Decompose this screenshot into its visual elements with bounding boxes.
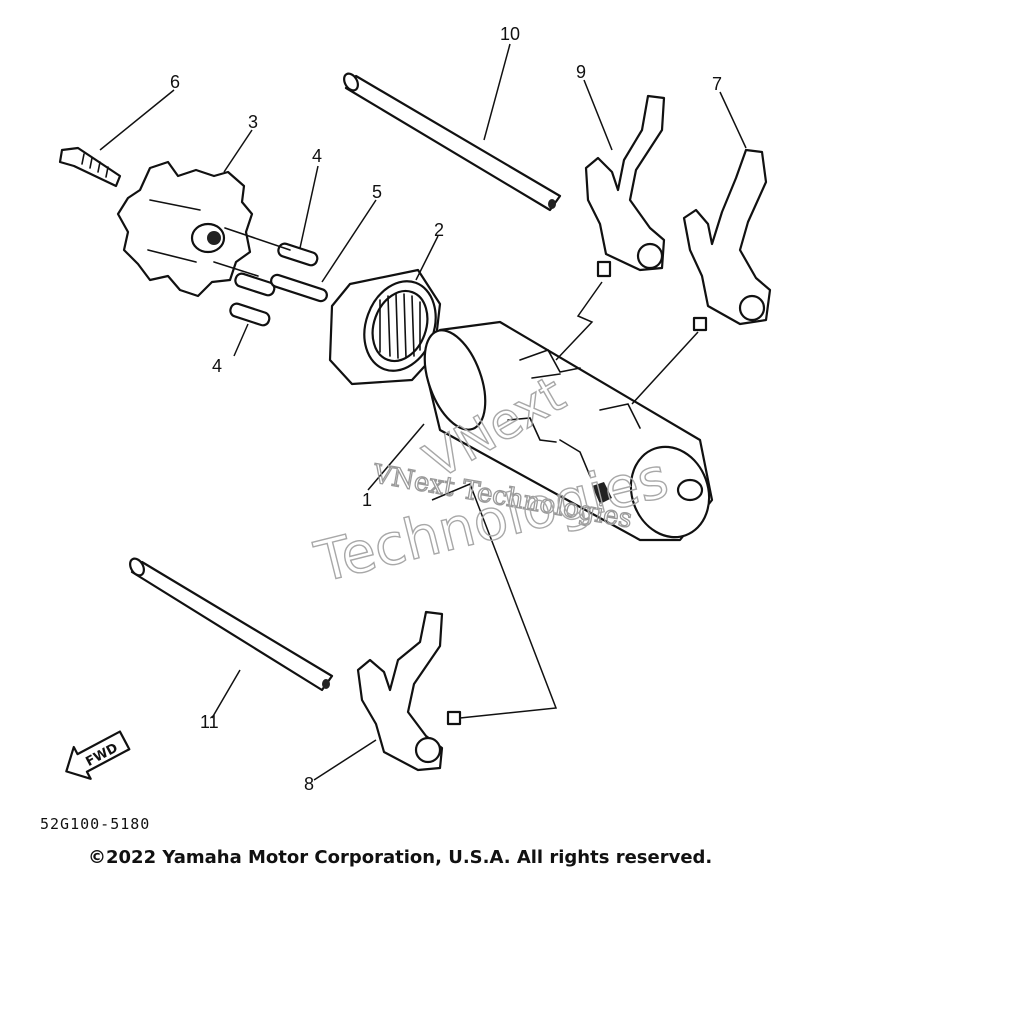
pins-part-4-5 xyxy=(213,227,328,327)
leader-lines xyxy=(99,43,747,781)
callout-10: 10 xyxy=(500,24,520,44)
copyright-notice: ©2022 Yamaha Motor Corporation, U.S.A. A… xyxy=(88,847,713,868)
diagram-reference-code: 52G100-5180 xyxy=(40,815,151,833)
callout-labels: 1 2 3 4 4 5 6 7 8 9 10 11 xyxy=(170,24,722,794)
callout-2: 2 xyxy=(434,220,444,240)
fwd-arrow-icon: FWD xyxy=(65,730,131,780)
callout-8: 8 xyxy=(304,774,314,794)
shift-drum-segment-part-3 xyxy=(116,160,254,298)
callout-3: 3 xyxy=(248,112,258,132)
callout-5: 5 xyxy=(372,182,382,202)
fork-shaft-part-11 xyxy=(129,557,334,692)
bearing-part-2 xyxy=(328,268,442,386)
callout-4-bottom: 4 xyxy=(212,356,222,376)
callout-11: 11 xyxy=(200,712,219,732)
shift-fork-part-8 xyxy=(356,610,462,772)
shift-drum-part-1 xyxy=(423,320,714,542)
watermark-line-2: Technologies xyxy=(309,445,675,595)
callout-6: 6 xyxy=(170,72,180,92)
callout-4-top: 4 xyxy=(312,146,322,166)
fork-shaft-part-10 xyxy=(343,72,562,212)
shift-fork-part-9 xyxy=(584,94,666,278)
callout-9: 9 xyxy=(576,62,586,82)
callout-1: 1 xyxy=(362,490,372,510)
callout-7: 7 xyxy=(712,74,722,94)
bolt-part-6 xyxy=(58,146,122,188)
shift-fork-part-7 xyxy=(682,148,772,332)
